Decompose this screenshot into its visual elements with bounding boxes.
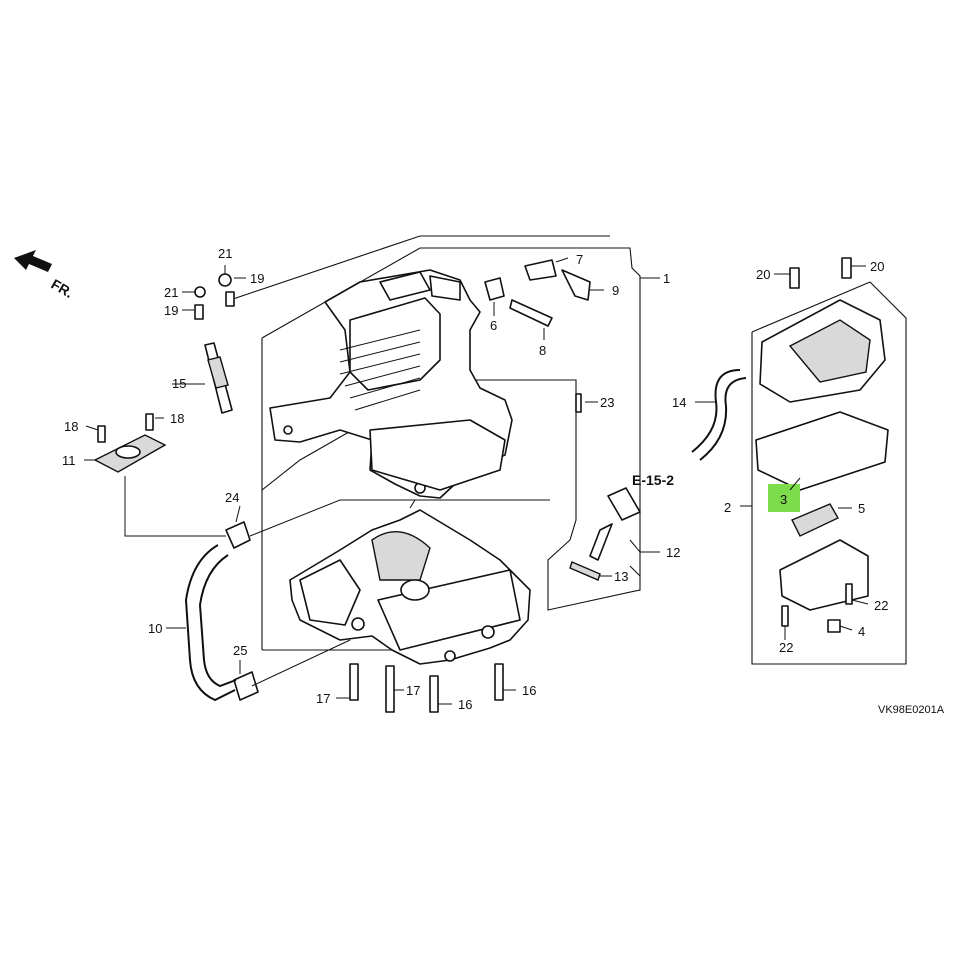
callout-7: 7 [576, 252, 583, 267]
diagram-code: VK98E0201A [878, 704, 945, 716]
callout-18-left: 18 [64, 419, 78, 434]
cylinder-block [269, 269, 513, 499]
bracket-7 [524, 259, 557, 281]
callout-16-left: 16 [458, 697, 472, 712]
callout-22-right: 22 [874, 598, 888, 613]
bolt-16-right [494, 663, 504, 701]
air-cleaner-cover [759, 257, 886, 403]
front-direction-arrow-icon [14, 250, 52, 272]
bolt-17-right [385, 665, 395, 713]
air-cleaner-base [779, 539, 869, 633]
bolt-19-left [194, 304, 204, 320]
callout-21-top: 21 [218, 246, 232, 261]
callout-24: 24 [225, 490, 239, 505]
bolt-16-left [429, 675, 439, 713]
callout-11: 11 [62, 453, 76, 468]
callout-1: 1 [663, 271, 670, 286]
hose-10 [184, 544, 237, 702]
spark-plug [204, 342, 233, 414]
air-filter-element [791, 503, 839, 537]
callout-4: 4 [858, 624, 865, 639]
bolt-19-right [225, 291, 235, 307]
bolt-17-left [349, 663, 359, 701]
hose-clamp-25 [233, 671, 259, 701]
callout-15: 15 [172, 376, 186, 391]
air-cleaner-frame [751, 281, 907, 665]
callout-14: 14 [672, 395, 686, 410]
crankcase [289, 509, 531, 665]
highlight-box-3 [768, 484, 800, 512]
callout-20-right: 20 [870, 259, 884, 274]
pin-23 [575, 393, 582, 413]
callout-3: 3 [780, 492, 787, 507]
direction-label: FR. [49, 276, 77, 301]
callout-20-left: 20 [756, 267, 770, 282]
callout-21-left: 21 [164, 285, 178, 300]
callout-18-right: 18 [170, 411, 184, 426]
callout-9: 9 [612, 283, 619, 298]
callout-25: 25 [233, 643, 247, 658]
callout-12: 12 [666, 545, 680, 560]
bolt-8 [509, 299, 553, 327]
oil-dipstick [569, 487, 641, 581]
callout-13: 13 [614, 569, 628, 584]
nut-21-top [218, 273, 232, 287]
callout-19-right: 19 [250, 271, 264, 286]
bracket-9 [561, 269, 591, 301]
callout-17-right: 17 [406, 683, 420, 698]
callout-2: 2 [724, 500, 731, 515]
callout-17-left: 17 [316, 691, 330, 706]
callout-16-right: 16 [522, 683, 536, 698]
nut-21-left [194, 286, 206, 298]
leader-lines [84, 257, 869, 705]
gasket-plate [93, 413, 167, 473]
hose-clamp-24 [225, 521, 251, 549]
callout-5: 5 [858, 501, 865, 516]
callout-10: 10 [148, 621, 162, 636]
main-assembly-frame [229, 235, 641, 651]
air-cleaner-gasket [755, 411, 889, 491]
callout-19-left: 19 [164, 303, 178, 318]
reference-label: E-15-2 [632, 472, 674, 488]
callout-22-bottom: 22 [779, 640, 793, 655]
callout-8: 8 [539, 343, 546, 358]
callout-23: 23 [600, 395, 614, 410]
callout-6: 6 [490, 318, 497, 333]
bracket-6 [484, 277, 505, 301]
